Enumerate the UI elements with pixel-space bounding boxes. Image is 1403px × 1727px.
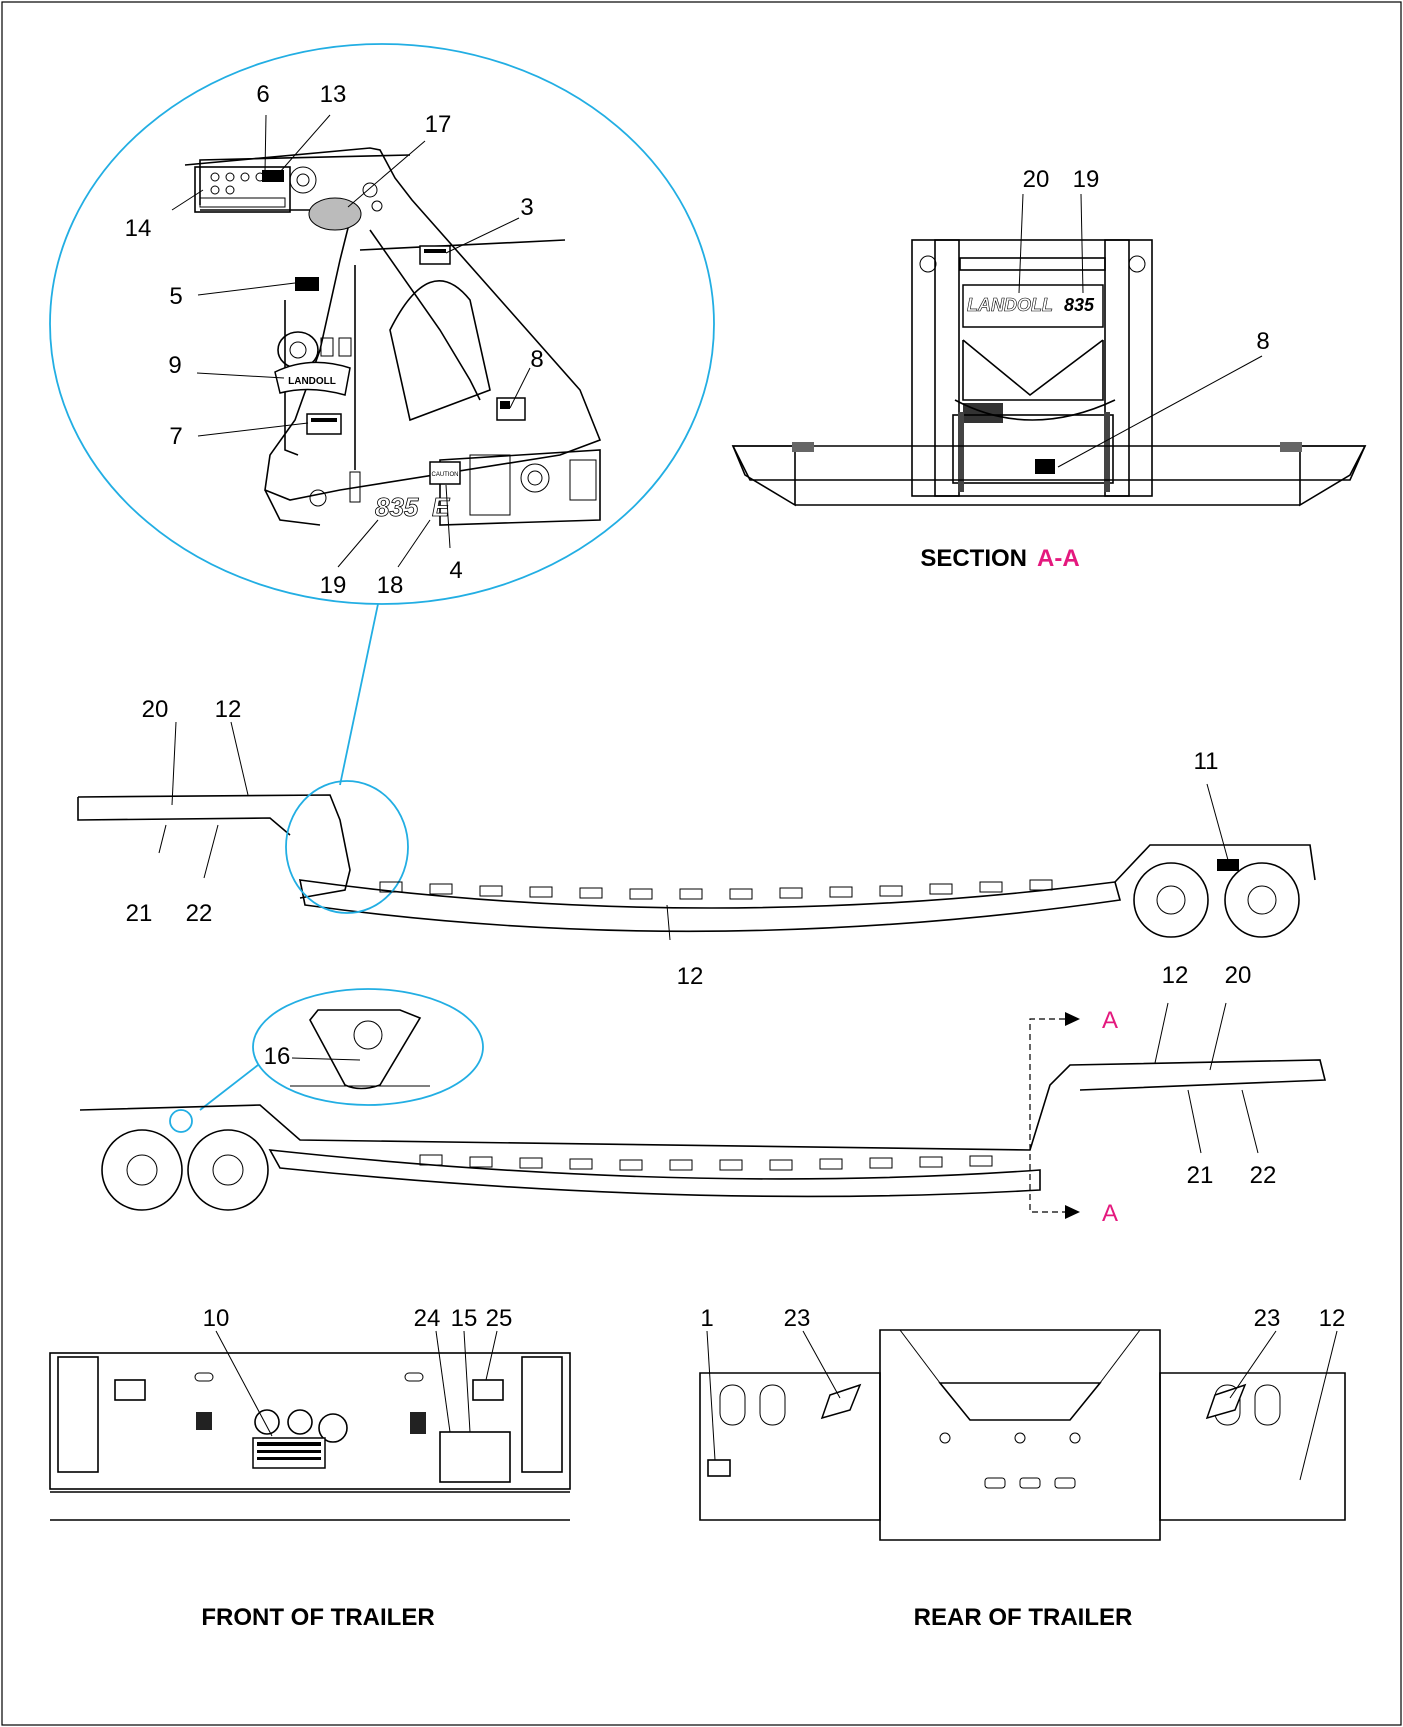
- wheel: [1133, 862, 1209, 938]
- detail-gooseneck-view: LANDOLL CAUTION 835 E 6 13 17 14 3 5 9 8…: [49, 43, 715, 786]
- caution-decal-text: CAUTION: [432, 472, 459, 478]
- detail-circle: [49, 43, 715, 605]
- callout-15: 15: [451, 1305, 478, 1332]
- callout-14: 14: [125, 215, 152, 242]
- callout-12-deck: 12: [677, 963, 704, 990]
- callout-20-side: 20: [142, 696, 169, 723]
- rear-caption: REAR OF TRAILER: [914, 1604, 1133, 1631]
- callout-19-section: 19: [1073, 166, 1100, 193]
- detail-leader-line: [339, 603, 379, 786]
- oval-decal: [308, 197, 362, 231]
- callout-3: 3: [520, 194, 533, 221]
- control-box: [194, 166, 291, 213]
- trailer-side-view-1: 20 12 21 22 12 11: [77, 696, 1316, 990]
- callout-11: 11: [1194, 748, 1219, 775]
- callout-25: 25: [486, 1305, 513, 1332]
- callout-22-side: 22: [186, 900, 213, 927]
- callout-7: 7: [169, 423, 182, 450]
- front-of-trailer-view: 10 24 15 25 FRONT OF TRAILER: [49, 1305, 571, 1631]
- rear-of-trailer-view: 1 23 23 12 REAR OF TRAILER: [699, 1305, 1346, 1631]
- callout-23-right: 23: [1254, 1305, 1281, 1332]
- callout-8-detail: 8: [530, 346, 543, 373]
- callout-20-side2: 20: [1225, 962, 1252, 989]
- callout-19-detail: 19: [320, 572, 347, 599]
- section-caption-id: A-A: [1037, 545, 1080, 572]
- callout-17: 17: [425, 111, 452, 138]
- callout-12-side: 12: [215, 696, 242, 723]
- callout-23-left: 23: [784, 1305, 811, 1332]
- brand-decal-section: LANDOLL: [967, 295, 1053, 315]
- callout-9: 9: [168, 352, 181, 379]
- callout-24: 24: [414, 1305, 441, 1332]
- callout-18: 18: [377, 572, 404, 599]
- front-caption: FRONT OF TRAILER: [201, 1604, 434, 1631]
- callout-4: 4: [449, 557, 462, 584]
- callout-22-side2: 22: [1250, 1162, 1277, 1189]
- section-marker-top: A: [1102, 1007, 1118, 1034]
- callout-10: 10: [203, 1305, 230, 1332]
- section-a-a-view: LANDOLL 835 20 19 8 SECTION A-A: [731, 166, 1367, 572]
- wheel: [1224, 862, 1300, 938]
- section-marker-bottom: A: [1102, 1200, 1118, 1227]
- callout-13: 13: [320, 81, 347, 108]
- model-suffix-decal: E: [432, 492, 450, 522]
- callout-5: 5: [169, 283, 182, 310]
- callout-1: 1: [700, 1305, 713, 1332]
- trailer-side-view-2: 16 A A 12 20 21 22: [79, 962, 1327, 1227]
- callout-21-side: 21: [126, 900, 153, 927]
- model-decal: 835: [375, 492, 419, 522]
- callout-16: 16: [264, 1043, 291, 1070]
- wheel: [101, 1129, 183, 1211]
- callout-21-side2: 21: [1187, 1162, 1214, 1189]
- callout-6: 6: [256, 81, 269, 108]
- section-caption-word: SECTION: [920, 545, 1027, 572]
- brand-decal-small: LANDOLL: [288, 376, 336, 387]
- detail-circle-16: [252, 988, 484, 1106]
- callout-12-rear: 12: [1319, 1305, 1346, 1332]
- callout-12-side2: 12: [1162, 962, 1189, 989]
- wheel: [187, 1129, 269, 1211]
- callout-8-section: 8: [1256, 328, 1269, 355]
- detail-indicator-circle: [285, 780, 409, 914]
- model-decal-section: 835: [1064, 295, 1095, 315]
- callout-20-section: 20: [1023, 166, 1050, 193]
